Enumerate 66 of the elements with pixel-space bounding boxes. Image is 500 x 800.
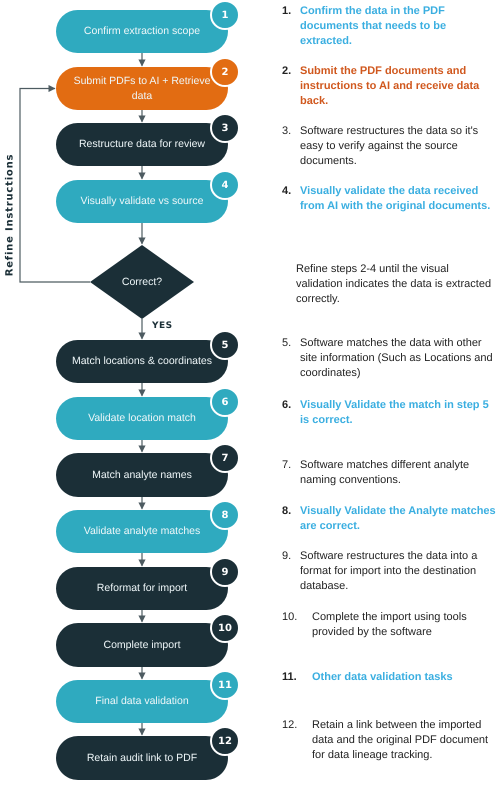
step-description: Visually Validate the match in step 5 is correct.: [300, 398, 490, 428]
arrow: [138, 110, 146, 123]
step-label: Validate analyte matches: [84, 524, 200, 539]
note-text: Refine steps 2-4 until the visual validation indicates the data is extracted correctly.: [295, 262, 492, 308]
arrow: [138, 440, 146, 453]
step-number: 1.: [282, 4, 292, 19]
step-description: Visually Validate the Analyte matches are correct.: [300, 504, 496, 534]
step-number: 6.: [282, 398, 292, 413]
step-number: 11.: [282, 670, 298, 685]
step-number-badge: 4: [210, 170, 240, 200]
arrow: [138, 53, 146, 67]
step-description: Visually validate the data received from AI with the original documents.: [300, 184, 492, 214]
step-number-badge: 5: [210, 330, 240, 360]
step-number: 2.: [282, 64, 292, 79]
step-number: 10.: [282, 610, 298, 625]
step-number-badge: 3: [210, 113, 240, 143]
step-number-badge: 6: [210, 387, 240, 417]
step-number-badge: 11: [210, 670, 240, 700]
arrow: [138, 553, 146, 567]
step-label: Retain audit link to PDF: [86, 750, 198, 766]
step-description: Submit the PDF documents and instructions to AI and receive data back.: [300, 64, 480, 110]
arrow: [138, 383, 146, 397]
step-number: 4.: [282, 184, 292, 199]
step-description: Other data validation tasks: [312, 670, 453, 685]
step-label: Match analyte names: [92, 468, 192, 482]
step-description: Software restructures the data into a format for import into the destination database.: [300, 549, 478, 594]
step-number-badge: 12: [210, 726, 240, 756]
arrow: [138, 610, 146, 623]
step-number-badge: 8: [210, 500, 240, 530]
arrow: [138, 223, 146, 245]
step-label: Validate location match: [88, 411, 196, 426]
edge-label: Refine Instructions: [4, 154, 16, 277]
arrow: [138, 497, 146, 510]
step-description: Retain a link between the imported data and the original PDF document for data lineage tracking.: [312, 718, 490, 764]
step-number: 5.: [282, 336, 292, 351]
arrow: [19, 84, 90, 283]
step-label: Match locations & coordinates: [72, 354, 212, 369]
step-number-badge: 1: [210, 0, 240, 30]
step-label: Submit PDFs to AI + Retrieve data: [72, 74, 212, 103]
step-label: Reformat for import: [96, 581, 188, 596]
step-number-badge: 9: [210, 557, 240, 587]
edge-label: YES: [152, 321, 173, 331]
step-description: Software matches the data with other site information (Such as Locations and coordinates): [300, 336, 494, 382]
step-description: Complete the import using tools provided by the software: [312, 610, 468, 640]
decision-diamond: [90, 245, 194, 319]
arrow: [138, 166, 146, 180]
arrow: [138, 723, 146, 736]
step-number: 3.: [282, 124, 292, 139]
step-description: Software restructures the data so it's easy to verify against the source documents.: [300, 124, 480, 170]
decision-label: Correct?: [122, 276, 162, 288]
step-label: Complete import: [103, 638, 181, 652]
step-number-badge: 7: [210, 443, 240, 473]
arrow: [138, 667, 146, 680]
step-label: Final data validation: [95, 694, 189, 709]
step-number-badge: 2: [210, 57, 240, 87]
arrow: [138, 319, 146, 340]
step-number: 8.: [282, 504, 292, 519]
step-label: Visually validate vs source: [80, 194, 204, 209]
step-description: Software matches different analyte naming conventions.: [300, 458, 470, 488]
step-number: 9.: [282, 549, 292, 564]
step-number: 7.: [282, 458, 292, 473]
step-number-badge: 10: [210, 613, 240, 643]
step-number: 12.: [282, 718, 298, 733]
step-label: Restructure data for review: [78, 137, 206, 152]
step-description: Confirm the data in the PDF documents that needs to be extracted.: [300, 4, 448, 50]
step-label: Confirm extraction scope: [84, 24, 200, 39]
